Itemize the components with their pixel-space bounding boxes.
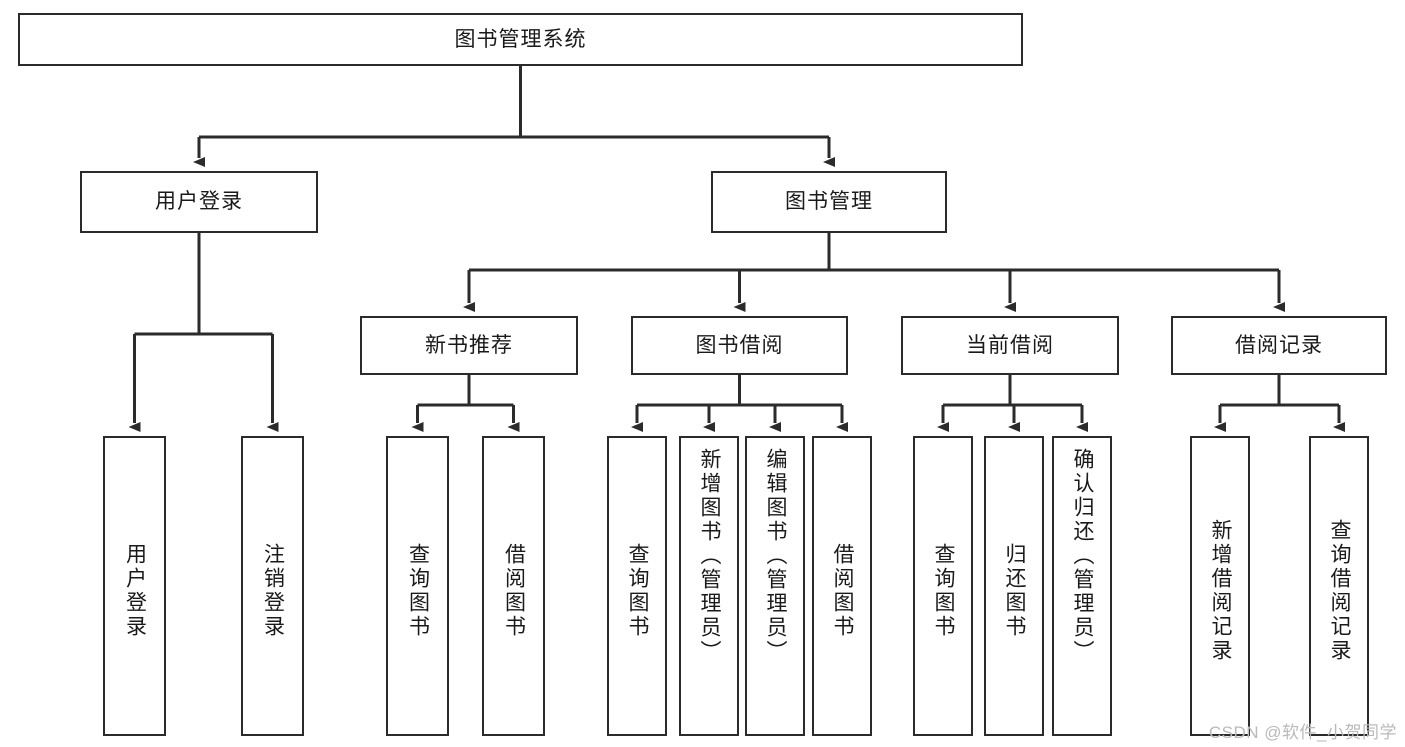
node-label: 查询图书 [406,543,430,639]
node-root[interactable]: 图书管理系统 [18,13,1023,66]
node-leaf-borrow-book-2[interactable]: 借阅图书 [812,436,872,736]
node-label: 编辑图书（管理员） [764,448,788,664]
node-leaf-add-record[interactable]: 新增借阅记录 [1190,436,1250,736]
node-leaf-confirm-return[interactable]: 确认归还（管理员） [1052,436,1112,736]
node-label: 用户登录 [123,543,147,639]
node-leaf-edit-book[interactable]: 编辑图书（管理员） [745,436,805,736]
node-label: 图书借阅 [695,333,784,357]
node-current-borrow[interactable]: 当前借阅 [901,316,1119,375]
node-label: 新增图书（管理员） [698,448,722,664]
node-borrow-record[interactable]: 借阅记录 [1171,316,1387,375]
node-leaf-return-book[interactable]: 归还图书 [984,436,1044,736]
node-leaf-borrow-book-1[interactable]: 借阅图书 [482,436,545,736]
node-leaf-query-book-2[interactable]: 查询图书 [607,436,667,736]
node-label: 借阅图书 [502,543,526,639]
node-leaf-logout[interactable]: 注销登录 [241,436,304,736]
node-label: 图书管理 [785,190,873,214]
node-label: 图书管理系统 [454,27,587,51]
node-leaf-add-book[interactable]: 新增图书（管理员） [679,436,739,736]
node-new-book-rec[interactable]: 新书推荐 [360,316,578,375]
node-label: 查询借阅记录 [1328,519,1352,663]
node-label: 确认归还（管理员） [1071,448,1095,664]
node-label: 借阅记录 [1235,333,1323,357]
node-label: 当前借阅 [966,333,1054,357]
node-book-borrow[interactable]: 图书借阅 [631,316,848,375]
node-book-manage[interactable]: 图书管理 [711,171,947,233]
node-leaf-query-book-3[interactable]: 查询图书 [913,436,973,736]
node-label: 新增借阅记录 [1209,519,1233,663]
node-label: 查询图书 [932,543,956,639]
node-label: 借阅图书 [831,543,855,639]
node-leaf-user-login[interactable]: 用户登录 [103,436,166,736]
node-label: 新书推荐 [425,333,513,357]
node-label: 注销登录 [261,543,285,639]
node-leaf-query-book-1[interactable]: 查询图书 [386,436,449,736]
csdn-watermark: CSDN @软件_小贺同学 [1208,723,1397,742]
node-label: 归还图书 [1003,543,1027,639]
node-label: 查询图书 [626,543,650,639]
node-leaf-query-record[interactable]: 查询借阅记录 [1309,436,1369,736]
node-label: 用户登录 [155,190,243,214]
node-user-login[interactable]: 用户登录 [80,171,318,233]
